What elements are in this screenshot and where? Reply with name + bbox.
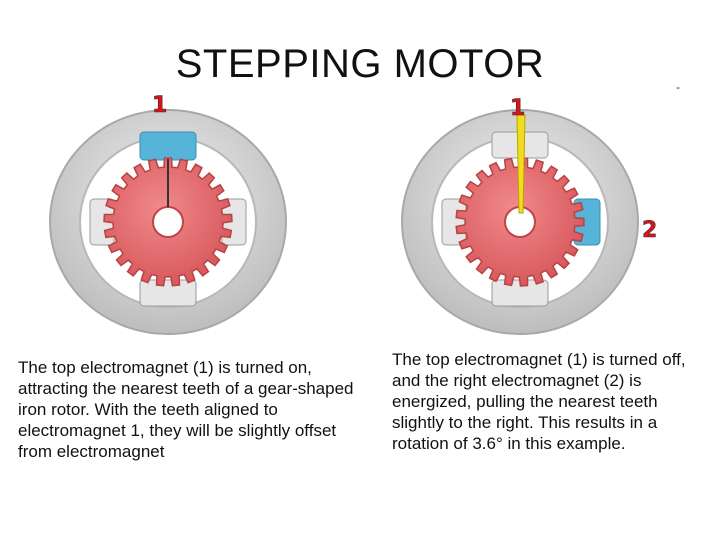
corner-mark: - — [676, 80, 680, 94]
slide-title: STEPPING MOTOR — [175, 42, 545, 86]
stepper-diagram-step2: 1 2 — [401, 96, 658, 335]
rotor-hub — [152, 206, 184, 238]
coil-label-1: 1 — [510, 96, 525, 121]
caption-step1: The top electromagnet (1) is turned on, … — [18, 358, 354, 461]
coil-bottom — [139, 279, 197, 307]
pointer-needle — [516, 114, 526, 214]
coil-label-1: 1 — [152, 95, 167, 118]
stepper-diagram-step1: 1 — [49, 95, 287, 335]
coil-label-2: 2 — [642, 218, 657, 243]
caption-step2: The top electromagnet (1) is turned off,… — [392, 350, 686, 453]
coil-left — [441, 198, 467, 246]
coil-top-active — [139, 131, 197, 161]
